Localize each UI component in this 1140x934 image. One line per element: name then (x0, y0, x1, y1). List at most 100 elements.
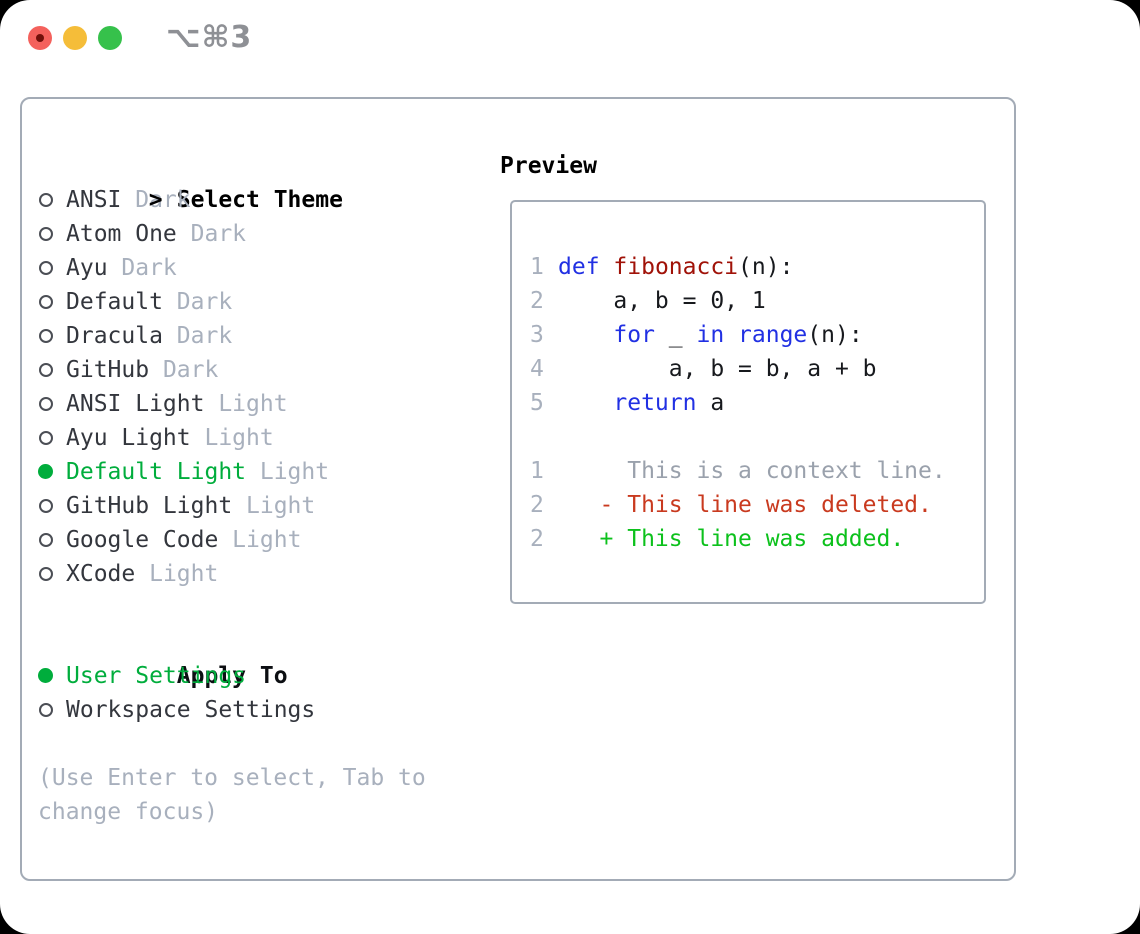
radio-unselected-icon (38, 693, 66, 727)
line-number: 1 (530, 458, 544, 484)
theme-name: GitHub Light (66, 493, 233, 519)
theme-item-dracula[interactable]: Dracula Dark (38, 319, 426, 353)
theme-variant: Light (204, 391, 288, 417)
apply-to-indent (149, 659, 177, 693)
theme-list-header: > Select Theme (38, 149, 426, 213)
line-number: 5 (530, 390, 544, 416)
theme-name: Atom One (66, 221, 177, 247)
theme-item-ansi-light[interactable]: ANSI Light Light (38, 387, 426, 421)
code-segment: - This line was deleted. (558, 492, 932, 518)
spacer (38, 591, 426, 625)
radio-unselected-icon (38, 421, 66, 455)
theme-item-ayu-light[interactable]: Ayu Light Light (38, 421, 426, 455)
theme-variant: Dark (121, 187, 191, 213)
theme-name: GitHub (66, 357, 150, 383)
radio-unselected-icon (38, 319, 66, 353)
radio-unselected-icon (38, 523, 66, 557)
zoom-button[interactable] (98, 26, 122, 50)
apply-to-title: Apply To (176, 663, 288, 689)
radio-unselected-icon (38, 353, 66, 387)
theme-variant: Dark (149, 357, 219, 383)
theme-name: Ayu (66, 255, 108, 281)
hint-line-2: change focus) (38, 799, 219, 825)
theme-item-github[interactable]: GitHub Dark (38, 353, 426, 387)
theme-variant: Dark (162, 323, 233, 349)
theme-item-github-light[interactable]: GitHub Light Light (38, 489, 426, 523)
hint-line-1: (Use Enter to select, Tab to (38, 765, 426, 791)
theme-variant: Dark (162, 289, 233, 315)
preview-title: Preview (500, 153, 597, 179)
theme-name: Default (66, 289, 163, 315)
theme-item-google-code[interactable]: Google Code Light (38, 523, 426, 557)
theme-item-xcode[interactable]: XCode Light (38, 557, 426, 591)
theme-item-atom-one[interactable]: Atom One Dark (38, 217, 426, 251)
radio-unselected-icon (38, 387, 66, 421)
radio-unselected-icon (38, 557, 66, 591)
radio-selected-icon (38, 455, 66, 489)
minimize-button[interactable] (63, 26, 87, 50)
theme-name: Ayu Light (66, 425, 191, 451)
theme-variant: Light (246, 459, 330, 485)
code-segment: This is a context line. (558, 458, 946, 484)
radio-unselected-icon (38, 251, 66, 285)
preview-line (530, 420, 984, 454)
preview-line: 1 def fibonacci(n): (530, 250, 984, 284)
line-number: 3 (530, 322, 544, 348)
theme-name: ANSI (66, 187, 122, 213)
theme-variant: Light (232, 493, 316, 519)
code-segment: a, b = b, a + b (558, 356, 877, 382)
close-dot-icon (36, 34, 44, 42)
theme-name: Google Code (66, 527, 219, 553)
theme-name: Default Light (66, 459, 247, 485)
spacer (38, 727, 426, 761)
theme-item-default-light[interactable]: Default Light Light (38, 455, 426, 489)
preview-line: 4 a, b = b, a + b (530, 352, 984, 386)
apply-option-user-settings[interactable]: User Settings (38, 659, 426, 693)
theme-name: XCode (66, 561, 136, 587)
theme-variant: Light (135, 561, 219, 587)
line-number: 2 (530, 492, 544, 518)
theme-item-ayu[interactable]: Ayu Dark (38, 251, 426, 285)
code-segment: for _ in range(n): (613, 322, 863, 348)
theme-variant: Light (190, 425, 274, 451)
titlebar: ⌥⌘3 (0, 0, 1140, 76)
line-number: 4 (530, 356, 544, 382)
window-title: ⌥⌘3 (166, 20, 253, 55)
theme-list-title: Select Theme (176, 187, 343, 213)
theme-variant: Dark (176, 221, 247, 247)
radio-unselected-icon (38, 489, 66, 523)
radio-selected-icon (38, 659, 66, 693)
preview-line: 2 - This line was deleted. (530, 488, 984, 522)
theme-variant: Dark (107, 255, 177, 281)
prompt-chevron-icon: > (148, 187, 163, 213)
theme-item-default[interactable]: Default Dark (38, 285, 426, 319)
line-number: 1 (530, 254, 544, 280)
code-segment: return a (613, 390, 725, 416)
theme-item-ansi[interactable]: ANSI Dark (38, 183, 426, 217)
radio-unselected-icon (38, 217, 66, 251)
preview-line: 5 return a (530, 386, 984, 420)
preview-line: 2 a, b = 0, 1 (530, 284, 984, 318)
close-button[interactable] (28, 26, 52, 50)
apply-option-label: Workspace Settings (66, 697, 316, 723)
preview-line: 1 This is a context line. (530, 454, 984, 488)
line-number: 2 (530, 288, 544, 314)
radio-unselected-icon (38, 285, 66, 319)
apply-to-header: Apply To (38, 625, 426, 689)
preview-line: 2 + This line was added. (530, 522, 984, 556)
code-segment: + This line was added. (558, 526, 905, 552)
radio-unselected-icon (38, 183, 66, 217)
theme-name: ANSI Light (66, 391, 205, 417)
theme-name: Dracula (66, 323, 163, 349)
line-number: 2 (530, 526, 544, 552)
apply-option-label: User Settings (66, 663, 247, 689)
code-segment: def fibonacci(n): (558, 254, 794, 280)
apply-option-workspace-settings[interactable]: Workspace Settings (38, 693, 426, 727)
preview-line: 3 for _ in range(n): (530, 318, 984, 352)
